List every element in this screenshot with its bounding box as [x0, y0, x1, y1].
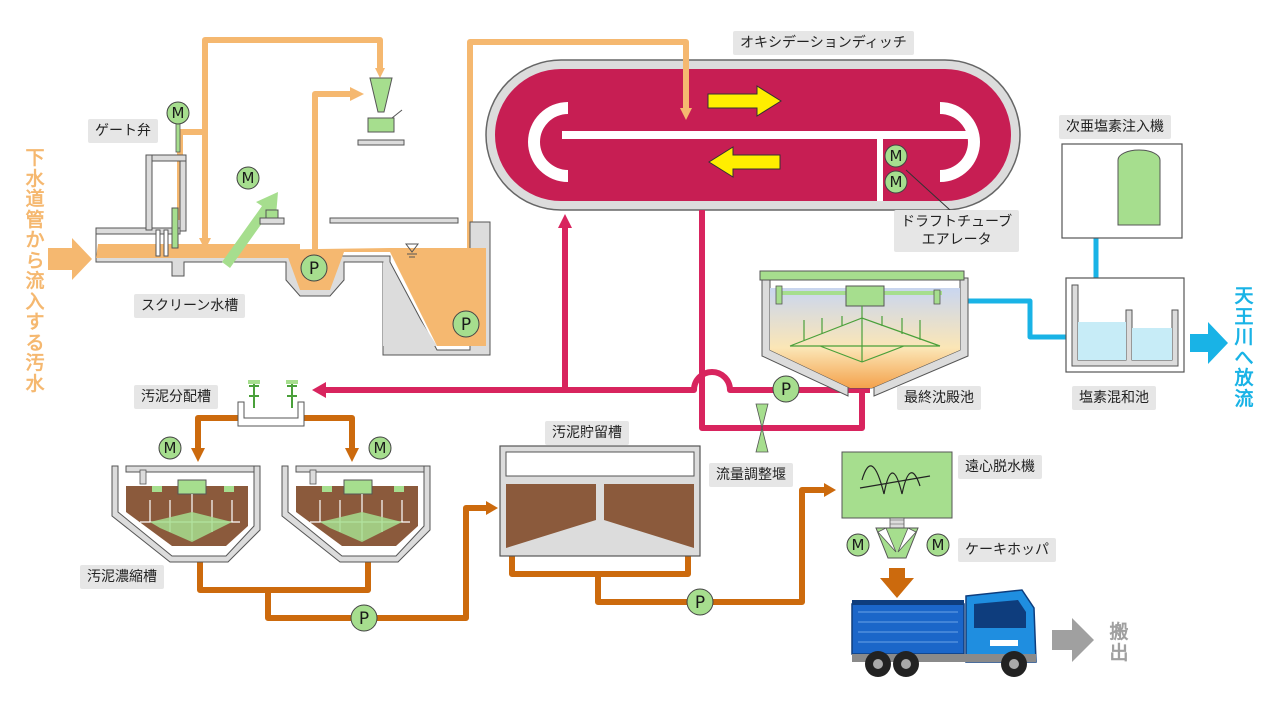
storage-sludge-pipe-2 — [598, 556, 691, 577]
inflow-arrow-icon — [48, 238, 92, 280]
motor-label: M — [374, 439, 387, 457]
pump-icon: P — [772, 375, 800, 403]
hypochlorite-injector-label: 次亜塩素注入機 — [1059, 115, 1171, 139]
motor-label: M — [242, 169, 255, 187]
motor-icon: M — [884, 170, 908, 194]
screen-tank-label: スクリーン水槽 — [134, 294, 246, 318]
cake-hopper-label: ケーキホッパ — [958, 538, 1056, 562]
motor-label: M — [852, 536, 865, 554]
thickened-sludge-pipe-2 — [268, 560, 371, 593]
motor-icon: M — [166, 101, 190, 125]
inflow-label: 下水道管から流入する汚水 — [25, 147, 45, 395]
flow-control-weir — [755, 403, 769, 453]
pump-icon: P — [300, 254, 328, 282]
sewage-pipe-pump — [312, 91, 352, 262]
motor-label: M — [172, 104, 185, 122]
sludge-distribution-left — [195, 415, 242, 450]
motor-icon: M — [846, 533, 870, 557]
pump-label: P — [781, 380, 791, 400]
storage-sludge-pipe — [509, 487, 826, 605]
sewage-pipe-ditch — [467, 39, 689, 250]
draft-tube-aerator-label: ドラフトチューブ エアレータ — [894, 210, 1020, 252]
centrifugal-dehydrator-label: 遠心脱水機 — [958, 455, 1042, 479]
draft-tube-label-line1: ドラフトチューブ — [901, 214, 1013, 230]
carry-out-arrow-icon — [1052, 618, 1094, 662]
draft-tube-label-line2: エアレータ — [921, 232, 992, 248]
flow-control-weir-label: 流量調整堰 — [709, 463, 793, 487]
motor-icon: M — [884, 144, 908, 168]
sludge-storage-tank — [499, 445, 701, 557]
pump-label: P — [309, 259, 319, 279]
sludge-distribution-tank — [237, 380, 305, 427]
thickened-sludge-pipe — [197, 505, 488, 621]
sludge-thickening-tank-right — [281, 465, 431, 563]
distributor-funnel — [357, 77, 405, 146]
pump-icon: P — [350, 604, 378, 632]
motor-icon: M — [926, 533, 950, 557]
final-settling-tank-label: 最終沈殿池 — [897, 386, 981, 410]
sewage-pipe-gate — [177, 37, 383, 220]
pump-icon: P — [686, 588, 714, 616]
return-sludge-main — [322, 369, 870, 393]
sludge-distribution-tank-label: 汚泥分配槽 — [134, 385, 218, 409]
hypochlorite-injector — [1061, 143, 1183, 239]
carry-out-label: 搬出 — [1109, 621, 1129, 664]
discharge-arrow-icon — [1190, 322, 1228, 364]
motor-label: M — [890, 173, 903, 191]
oxidation-ditch-label: オキシデーションディッチ — [733, 31, 914, 55]
chlorine-mixing-tank-label: 塩素混和池 — [1072, 386, 1156, 410]
motor-label: M — [164, 439, 177, 457]
pump-label: P — [359, 609, 369, 629]
draft-tube-leader-line — [905, 169, 951, 211]
chlorine-mixing-tank — [1065, 277, 1185, 373]
motor-icon: M — [368, 436, 392, 460]
sludge-distribution-right — [298, 415, 355, 450]
motor-icon: M — [158, 436, 182, 460]
pump-label: P — [461, 315, 471, 335]
motor-label: M — [932, 536, 945, 554]
oxidation-ditch — [485, 59, 1021, 211]
cake-hopper — [875, 527, 919, 598]
final-settling-tank — [759, 270, 969, 397]
centrifugal-dehydrator — [841, 451, 953, 529]
pump-label: P — [695, 593, 705, 613]
screen-rake — [222, 192, 285, 268]
sludge-storage-tank-label: 汚泥貯留槽 — [545, 421, 629, 445]
motor-icon: M — [236, 166, 260, 190]
gate-valve-label: ゲート弁 — [88, 119, 158, 143]
screen-tank — [95, 154, 491, 356]
motor-label: M — [890, 147, 903, 165]
truck-icon — [851, 589, 1037, 677]
discharge-label: 天王川へ放流 — [1234, 285, 1254, 410]
pump-icon: P — [452, 310, 480, 338]
treated-water-pipe — [968, 298, 1072, 340]
sludge-thickening-tank-left — [111, 465, 261, 563]
sludge-thickening-tank-label: 汚泥濃縮槽 — [80, 565, 164, 589]
